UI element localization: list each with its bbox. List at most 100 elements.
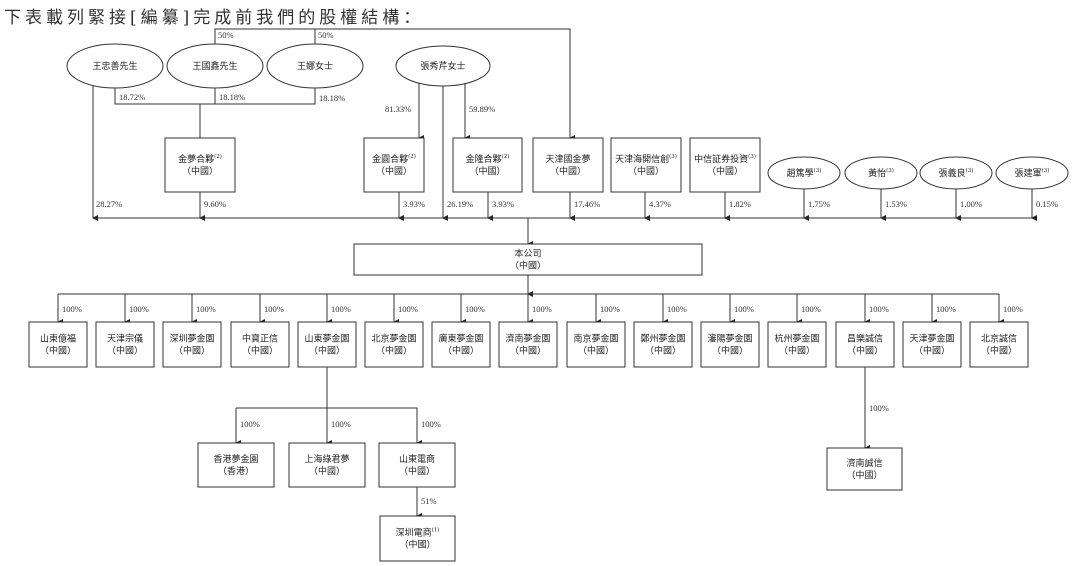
subsidiary-region: （中國） <box>376 345 412 357</box>
subsidiary-name: 中寶正信 <box>242 333 278 345</box>
subsidiary-box <box>431 321 491 368</box>
pct-jinyuan-company: 3.93% <box>403 199 425 209</box>
person-zhang-yiliang-name: 張義良(3) <box>939 167 974 179</box>
subsidiary-region: （中國） <box>847 345 883 357</box>
shandong-children-bus <box>236 407 422 446</box>
person-zhao-duxue-ellipse <box>767 156 841 190</box>
pct-subsidiary: 100% <box>532 304 552 314</box>
subsidiary-name: 深圳夢金園 <box>169 333 214 345</box>
subsidiary-box <box>700 321 760 368</box>
person-wang-guoxin-name: 王國鑫先生 <box>192 60 237 72</box>
pct-zq-jinyuan: 81.33% <box>385 104 411 114</box>
shareholder-citic-sec-region: （中國） <box>707 165 743 177</box>
pct-shandong-child: 100% <box>421 419 441 429</box>
jinan-chengxin-box <box>826 447 903 491</box>
subsidiary-region: （中國） <box>578 345 614 357</box>
subsidiary-box <box>28 321 88 368</box>
shareholder-tj-haikai-box <box>610 137 682 193</box>
subsidiary-name: 廣東夢金園 <box>438 333 483 345</box>
shenzhen-ec-box <box>379 515 456 562</box>
shareholder-tj-guojinmeng-region: （中國） <box>550 165 586 177</box>
person-zhang-yiliang-ellipse <box>919 156 993 190</box>
jinan-chengxin-name: 濟南誠信 <box>846 457 882 469</box>
shareholder-citic-sec-box <box>689 137 761 193</box>
company-region: （中國） <box>510 260 546 272</box>
pct-subsidiary: 100% <box>398 304 418 314</box>
subsidiary-name: 北京夢金園 <box>371 333 416 345</box>
subsidiary-region: （中國） <box>510 345 546 357</box>
subsidiary-region: （中國） <box>242 345 278 357</box>
shareholder-jinlong-box <box>452 137 523 193</box>
company-box <box>353 243 703 276</box>
shandong-child-region: （香港） <box>218 465 254 477</box>
subsidiary-region: （中國） <box>645 345 681 357</box>
person-zhang-jianjun-name: 張建軍(3) <box>1015 167 1050 179</box>
subsidiary-region: （中國） <box>443 345 479 357</box>
subsidiary-region: （中國） <box>174 345 210 357</box>
subsidiary-name: 鄭州夢金園 <box>640 333 685 345</box>
subsidiary-region: （中國） <box>309 345 345 357</box>
person-wang-zhongshan-ellipse <box>66 43 164 89</box>
person-wang-zhongshan-name: 王忠善先生 <box>92 60 137 72</box>
person-wang-na-ellipse <box>266 43 364 89</box>
pct-subsidiary: 100% <box>196 304 216 314</box>
shandong-child-name: 山東電商 <box>399 453 435 465</box>
subsidiary-region: （中國） <box>712 345 748 357</box>
shandong-child-name: 香港夢金園 <box>213 453 258 465</box>
pct-subsidiary: 100% <box>936 304 956 314</box>
pct-zs-company: 28.27% <box>96 199 122 209</box>
subsidiary-name: 南京夢金園 <box>573 333 618 345</box>
shandong-child-box <box>197 442 275 488</box>
pct-jinan: 100% <box>869 403 889 413</box>
shareholder-jinyuan-name: 金圓合夥(2) <box>372 153 416 165</box>
subsidiary-box <box>767 321 827 368</box>
subsidiary-region: （中國） <box>40 345 76 357</box>
pct-top-na: 50% <box>318 30 334 40</box>
pct-zs-jinmeng: 18.72% <box>119 92 145 102</box>
subsidiary-name: 山東億福 <box>40 333 76 345</box>
shandong-child-box <box>378 442 456 488</box>
subsidiary-region: （中國） <box>914 345 950 357</box>
person-zhang-xiuqin-ellipse <box>395 45 491 87</box>
pct-subsidiary: 100% <box>331 304 351 314</box>
shareholder-tj-haikai-name: 天津海開信創(3) <box>615 153 677 165</box>
pct-subsidiary: 100% <box>667 304 687 314</box>
pct-subsidiary: 100% <box>734 304 754 314</box>
pct-jinlong-company: 3.93% <box>492 199 514 209</box>
company-name: 本公司 <box>514 248 541 260</box>
subsidiary-name: 濟南夢金園 <box>505 333 550 345</box>
subsidiary-box <box>969 321 1029 368</box>
person-wang-na-name: 王娜女士 <box>297 60 333 72</box>
pct-top-guoxin: 50% <box>218 30 234 40</box>
subsidiary-box <box>902 321 962 368</box>
shareholder-tj-haikai-region: （中國） <box>628 165 664 177</box>
shareholder-jinmeng-name: 金夢合夥(2) <box>178 153 222 165</box>
subsidiary-name: 天津夢金園 <box>909 333 954 345</box>
subsidiary-box <box>566 321 626 368</box>
subsidiary-box <box>498 321 558 368</box>
top-connector <box>214 28 575 141</box>
subsidiary-region: （中國） <box>981 345 1017 357</box>
pct-shandong-child: 100% <box>331 419 351 429</box>
pct-shenzhen-ec: 51% <box>421 496 437 506</box>
shareholder-tj-guojinmeng-box <box>532 137 604 193</box>
pct-subsidiary: 100% <box>600 304 620 314</box>
shareholder-jinmeng-region: （中國） <box>182 165 218 177</box>
subsidiary-name: 天津宗儀 <box>107 333 143 345</box>
pct-subsidiary: 100% <box>1003 304 1023 314</box>
pct-jinmeng-company: 9.60% <box>204 199 226 209</box>
subsidiary-name: 昌樂誠信 <box>847 333 883 345</box>
pct-subsidiary: 100% <box>62 304 82 314</box>
shareholder-jinyuan-region: （中國） <box>376 165 412 177</box>
person-zhang-xiuqin-name: 張秀芹女士 <box>420 60 465 72</box>
shenzhen-ec-name: 深圳電商(1) <box>396 527 440 539</box>
subsidiary-name: 瀋陽夢金園 <box>707 333 752 345</box>
subsidiary-box <box>230 321 290 368</box>
subsidiary-name: 北京誠信 <box>981 333 1017 345</box>
subsidiary-box <box>297 321 357 368</box>
subsidiary-box <box>95 321 155 368</box>
subsidiary-name: 杭州夢金園 <box>774 333 819 345</box>
subsidiary-region: （中國） <box>779 345 815 357</box>
subsidiary-box <box>835 321 895 368</box>
